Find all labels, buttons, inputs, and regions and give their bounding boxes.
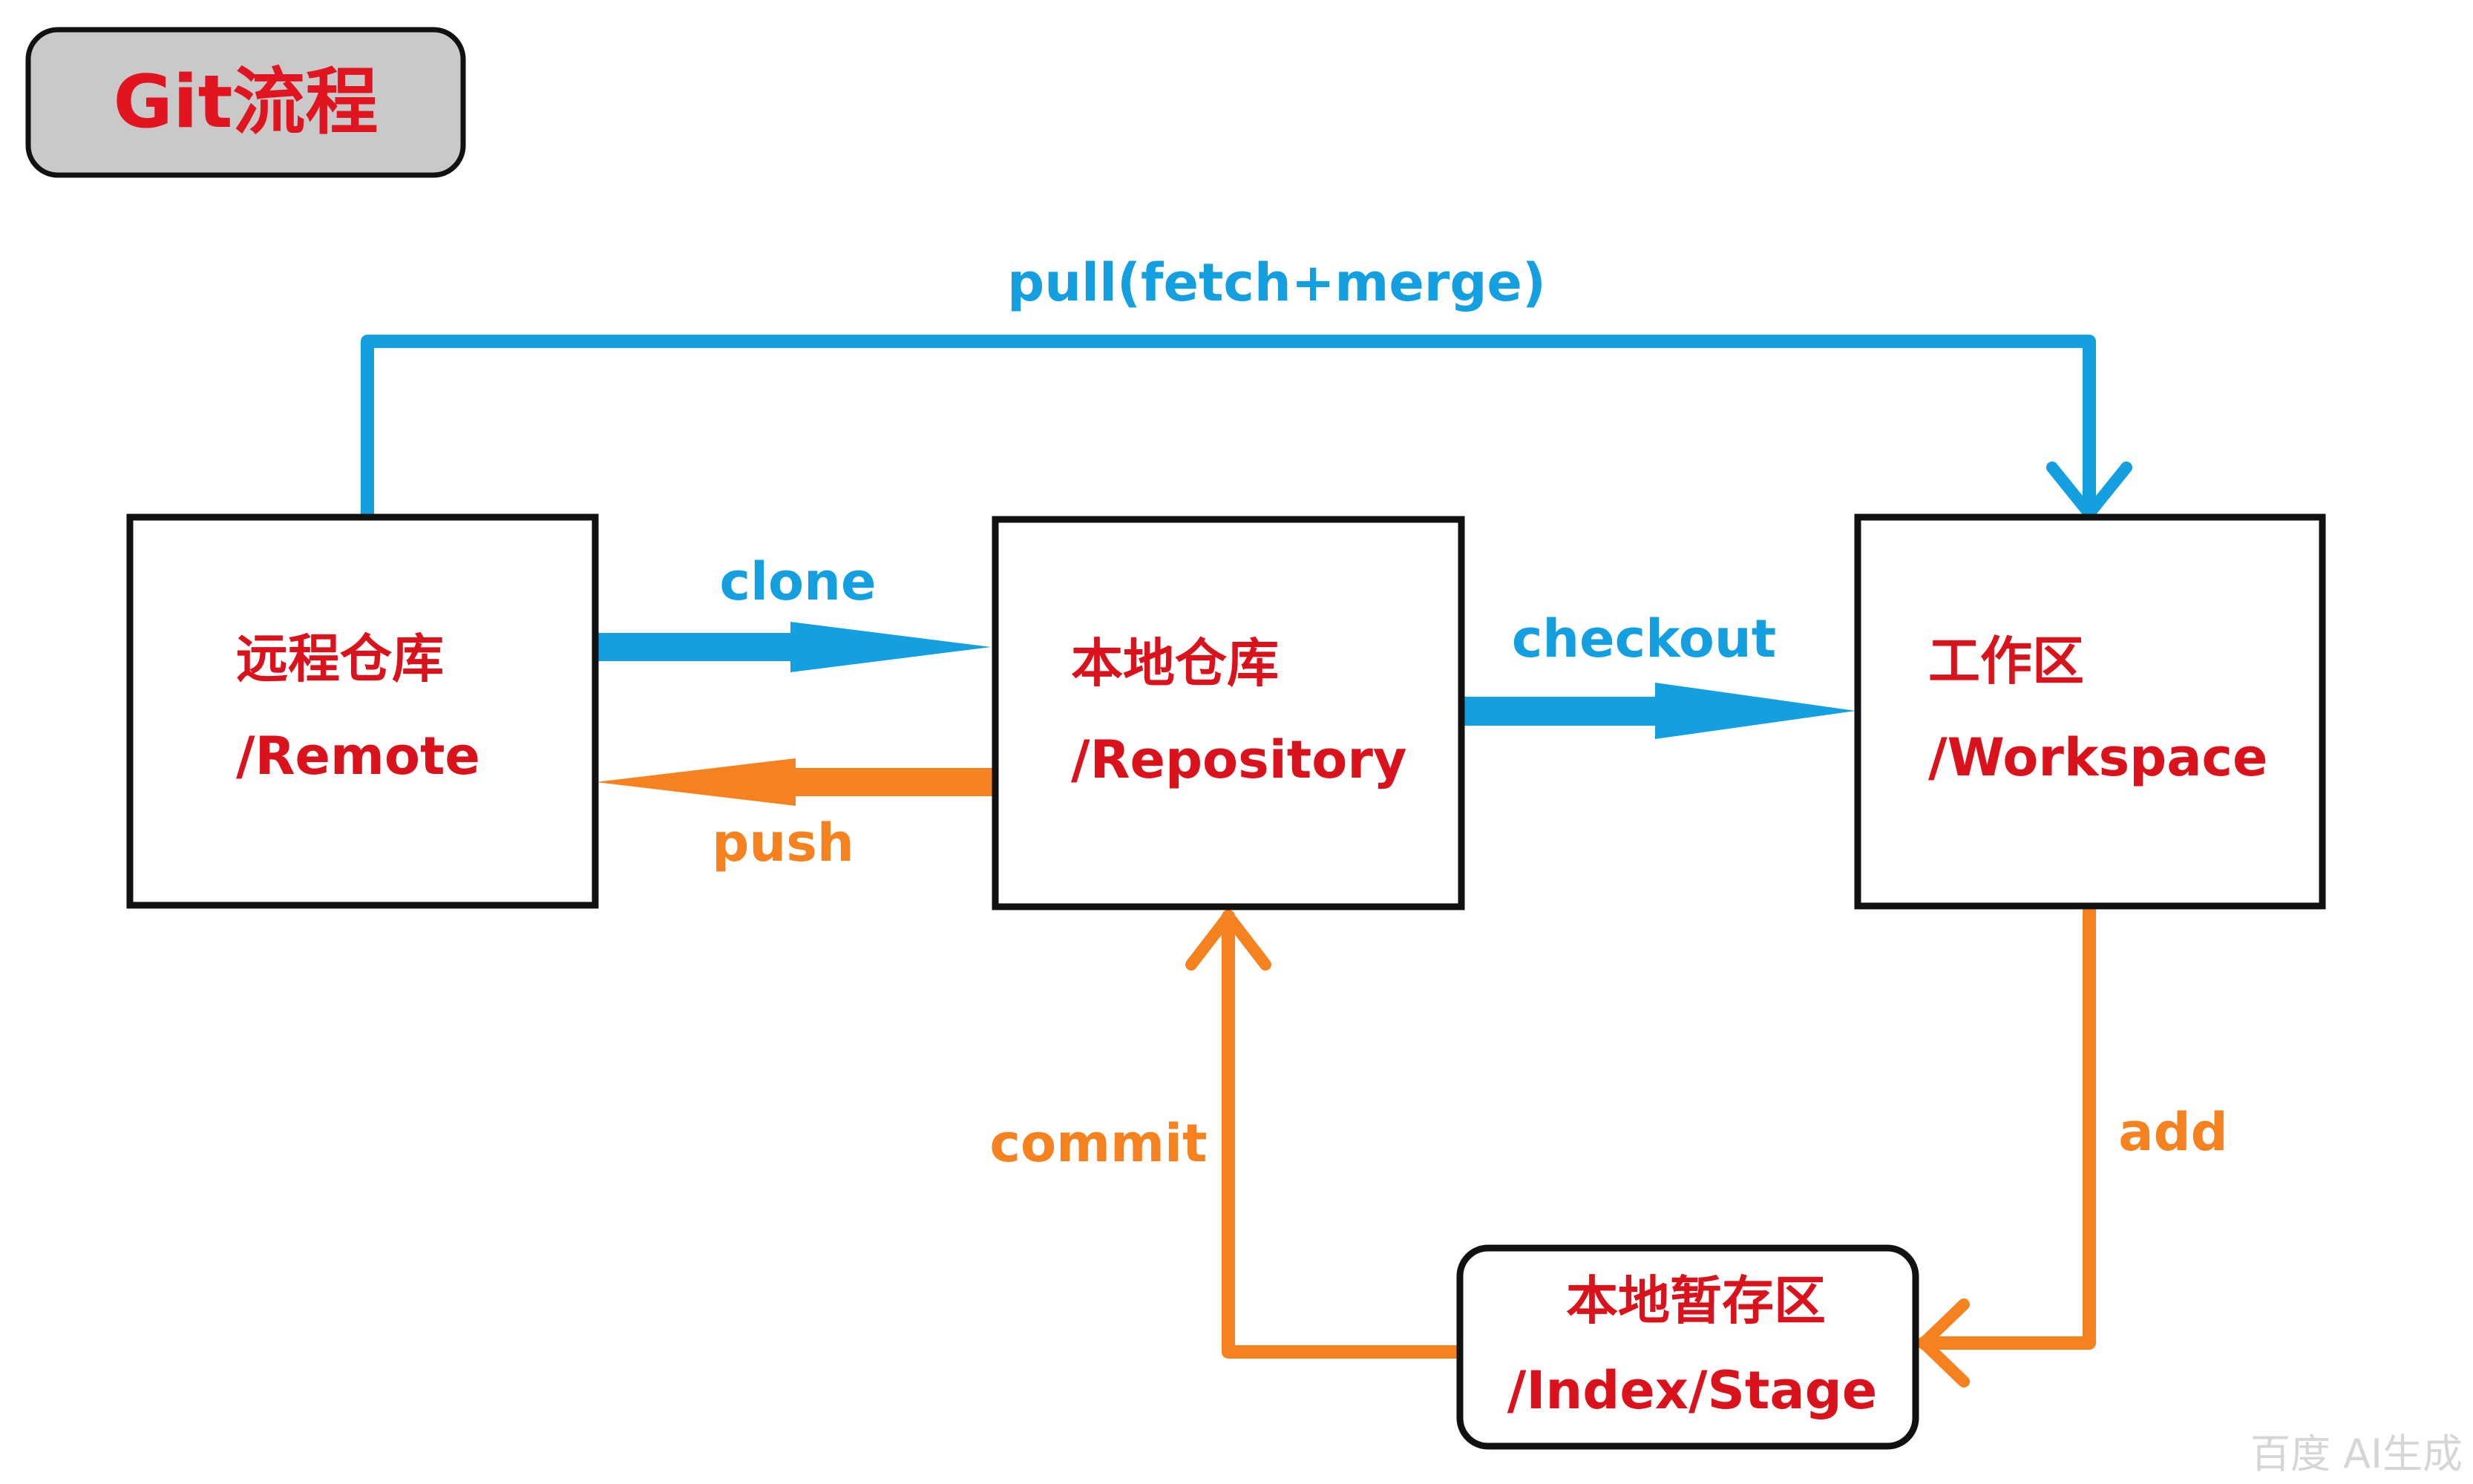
node-repository-title: 本地仓库 <box>1071 633 1279 694</box>
add-label: add <box>2118 1102 2227 1163</box>
node-stage-title: 本地暂存区 <box>1566 1270 1826 1331</box>
pull-connector: pull(fetch+merge) <box>361 252 2132 520</box>
title-box: Git流程 <box>25 27 466 178</box>
node-repository: 本地仓库 /Repository <box>992 516 1465 910</box>
clone-label: clone <box>720 551 877 612</box>
pull-arrowhead <box>2046 462 2132 519</box>
pull-label: pull(fetch+merge) <box>1007 252 1546 313</box>
node-stage-subtitle: /Index/Stage <box>1507 1360 1877 1421</box>
node-workspace-title: 工作区 <box>1928 631 2084 692</box>
node-workspace-subtitle: /Workspace <box>1928 727 2267 788</box>
node-repository-subtitle: /Repository <box>1071 729 1407 790</box>
node-remote: 远程仓库 /Remote <box>126 513 599 909</box>
add-arrowhead <box>1918 1298 1970 1388</box>
node-remote-title: 远程仓库 <box>236 628 444 689</box>
push-connector: push <box>596 758 993 873</box>
checkout-connector: checkout <box>1464 608 1855 739</box>
clone-arrow <box>596 622 991 672</box>
page-title: Git流程 <box>114 60 379 145</box>
push-label: push <box>712 812 854 873</box>
node-remote-subtitle: /Remote <box>236 726 480 787</box>
commit-connector: commit <box>990 910 1463 1359</box>
node-workspace: 工作区 /Workspace <box>1854 513 2326 910</box>
checkout-arrow <box>1464 683 1855 739</box>
checkout-label: checkout <box>1512 608 1776 669</box>
add-connector: add <box>1917 900 2228 1388</box>
commit-arrowhead <box>1185 910 1271 971</box>
push-arrow <box>596 758 993 806</box>
clone-connector: clone <box>596 551 991 672</box>
commit-label: commit <box>990 1113 1208 1174</box>
watermark: 百度 AI生成 <box>2250 1431 2463 1477</box>
node-stage: 本地暂存区 /Index/Stage <box>1456 1244 1919 1450</box>
